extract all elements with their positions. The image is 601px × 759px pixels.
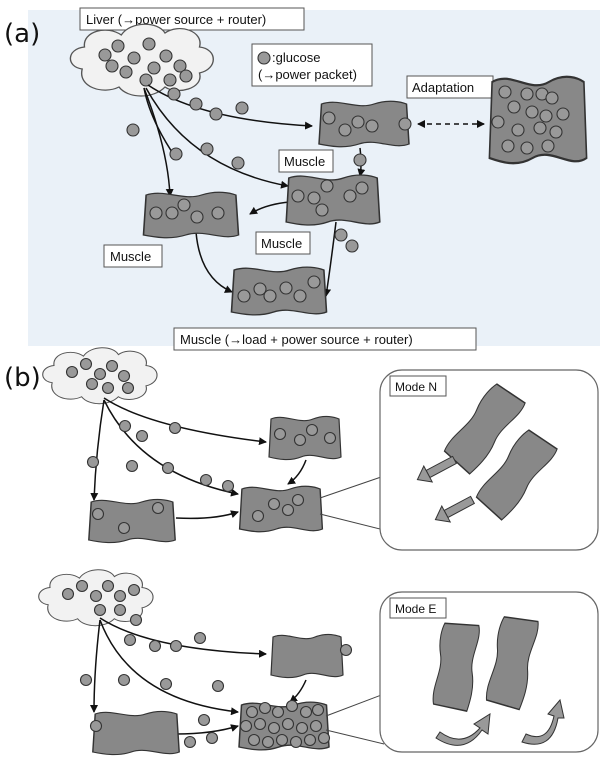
mode-e-muscle-top: [270, 633, 344, 679]
glucose-legend-line2: (→power packet): [258, 67, 357, 82]
muscle-label-box-1: [278, 149, 334, 173]
mode-n-arrow-to-center: [103, 399, 239, 497]
mode-e-glucose-packets: [79, 613, 225, 749]
mode-e-arrow-to-center: [99, 619, 239, 716]
arrow-liver-to-muscle-left: [143, 87, 174, 197]
glucose-legend-line1: :glucose: [272, 50, 320, 65]
mode-e-callout: [379, 591, 599, 753]
muscle-role-label: Muscle (→load + power source + router): [180, 332, 413, 347]
mode-n-muscle-center: [238, 485, 324, 533]
mode-n-liver-glucose: [65, 357, 135, 395]
mode-e-rotation-arrow-1: [435, 713, 491, 746]
mode-e-arrow-top-to-center: [289, 679, 307, 703]
mode-n-label-box: [389, 375, 447, 397]
mode-e-arrow-to-left: [90, 619, 101, 713]
arrow-center-to-left: [249, 201, 291, 215]
liver-cloud: [69, 23, 214, 97]
mode-e-label-box: [389, 597, 447, 619]
muscle-role-label-box: [173, 327, 477, 351]
mode-e-liver-glucose: [61, 579, 141, 617]
panel-a-label: (a): [4, 19, 40, 49]
mode-e-callout-connector-2: [325, 729, 385, 745]
mode-e-rotation-arrow-2: [521, 698, 565, 745]
muscle-tissue-left-glucose: [149, 198, 225, 224]
mode-e-label: Mode E: [395, 602, 436, 616]
muscle-label-box-3: [103, 244, 163, 268]
mode-e-muscle-left: [92, 710, 180, 756]
adaptation-label: Adaptation: [412, 80, 474, 95]
mode-n-arrow-top-to-center: [287, 459, 307, 485]
mode-n-glucose-packets: [86, 419, 235, 493]
mode-n-movement-arrow-2: [434, 495, 476, 523]
mode-n-muscle-center-glucose: [251, 493, 305, 523]
mode-n-label: Mode N: [395, 380, 437, 394]
mode-e-diagram: Mode E: [38, 569, 599, 756]
mode-n-muscle-left-glucose: [91, 501, 165, 535]
mode-n-diagram: Mode N: [42, 347, 599, 551]
liver-label-box: [79, 7, 305, 31]
arrow-center-to-bottom: [323, 221, 337, 297]
mode-n-arrow-to-top: [103, 397, 267, 446]
mode-n-callout: [379, 369, 599, 551]
mode-e-arrow-to-top: [99, 617, 267, 658]
mode-e-callout-connector-1: [325, 693, 385, 717]
glucose-legend-icon: [257, 51, 271, 65]
mode-e-muscle-top-glucose: [339, 643, 353, 657]
liver-glucose-cluster: [98, 37, 193, 87]
mode-n-callout-connector-1: [319, 475, 385, 499]
panel-b: (b): [4, 347, 599, 756]
panel-a: (a) Liver (→power source + router) :gluc…: [4, 7, 600, 351]
mode-n-movement-arrow-1: [416, 455, 458, 483]
muscle-tissue-center-glucose: [291, 179, 369, 217]
muscle-label-2: Muscle: [261, 236, 302, 251]
arrow-left-to-bottom: [195, 231, 233, 293]
mode-n-arrow-to-left: [90, 399, 105, 501]
muscle-label-3: Muscle: [110, 249, 151, 264]
glucose-legend: :glucose (→power packet): [251, 43, 373, 87]
muscle-label-box-2: [255, 231, 311, 255]
glucose-packets-a: [126, 87, 367, 253]
panel-b-label: (b): [4, 363, 41, 393]
muscle-tissue-right-glucose: [322, 111, 412, 137]
muscle-tissue-adapted-glucose: [491, 85, 570, 155]
mode-e-arrow-left-to-center: [175, 724, 239, 735]
mode-n-muscle-top-glucose: [273, 423, 337, 447]
liver-label: Liver (→power source + router): [86, 12, 266, 27]
mode-e-muscle-left-glucose: [89, 719, 103, 733]
mode-n-arrow-left-to-center: [175, 510, 239, 520]
muscle-label-1: Muscle: [284, 154, 325, 169]
muscle-tissue-bottom-glucose: [237, 275, 321, 303]
mode-n-callout-connector-2: [319, 513, 385, 531]
mode-e-muscle-center-glucose: [239, 699, 331, 749]
glucose-legend-box: [251, 43, 373, 87]
